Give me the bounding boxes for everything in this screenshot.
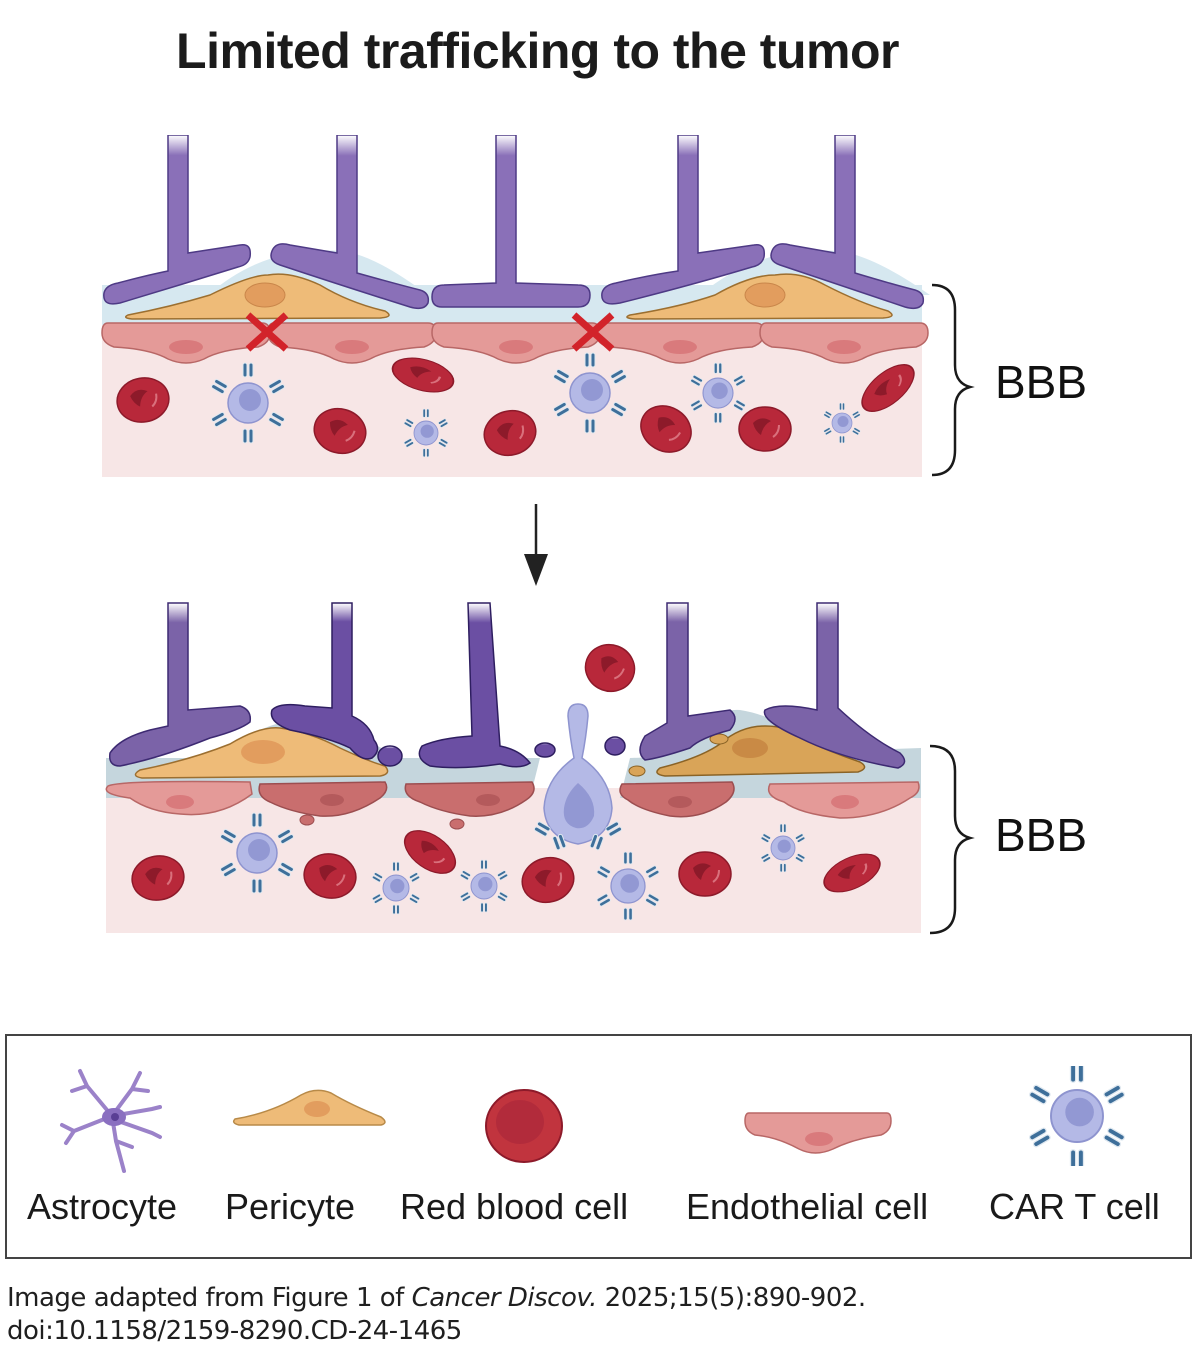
disrupted-bbb-illustration [105,602,975,935]
journal-name: Cancer Discov. [411,1283,598,1313]
arrow-down-icon [524,504,548,586]
intact-bbb-illustration [101,135,975,477]
bbb-label-bottom: BBB [995,809,1088,861]
legend-item-pericyte: Pericyte [217,1036,387,1257]
legend-label: CAR T cell [989,1186,1160,1227]
bbb-brace [929,744,975,935]
legend-label: Red blood cell [400,1186,629,1227]
pericyte [134,727,389,779]
pericyte-icon [232,1089,386,1126]
bbb-brace [931,283,975,477]
caption-doi: doi:10.1158/2159-8290.CD-24-1465 [7,1316,462,1346]
astrocyte-endfoot [270,602,626,769]
legend-item-red-blood-cell: Red blood cell [397,1036,657,1257]
legend-item-astrocyte: Astrocyte [7,1036,207,1257]
red-blood-cell [738,406,792,452]
figure-title: Limited trafficking to the tumor [176,23,899,79]
figure-caption: Image adapted from Figure 1 of Cancer Di… [7,1282,866,1348]
pericyte [626,273,893,320]
endothelial-cell-icon [744,1112,892,1154]
endothelial-cell [105,780,253,816]
red-blood-cell-icon [485,1089,563,1163]
legend-label: Astrocyte [27,1186,178,1227]
astrocyte-icon [60,1069,162,1173]
caption-line-1: Image adapted from Figure 1 of Cancer Di… [7,1283,866,1313]
red-blood-cell [577,636,643,700]
legend: Astrocyte Pericyte Red blood cell Endoth… [5,1034,1192,1259]
legend-label: Pericyte [225,1186,356,1227]
legend-item-car-t-cell: CAR T cell [987,1036,1187,1257]
endothelial-cell [258,781,388,826]
legend-item-endothelial-cell: Endothelial cell [683,1036,953,1257]
red-blood-cell [678,851,732,897]
intact-bbb-panel [100,135,1120,485]
astrocyte-endfoot [108,602,906,769]
legend-label: Endothelial cell [686,1186,929,1227]
car-t-cell-icon [1017,1066,1137,1166]
blocked-junction-x-icon [571,312,615,352]
astrocyte-endfoot [103,135,925,310]
bbb-label-top: BBB [995,356,1088,408]
endothelial-cell [619,781,735,818]
endothelial-cell [767,781,920,819]
extravasating-car-t-cell [533,703,623,851]
pericyte [125,273,390,320]
endothelial-cell [404,781,535,830]
blocked-junction-x-icon [245,312,289,352]
disrupted-bbb-panel [100,598,1120,943]
